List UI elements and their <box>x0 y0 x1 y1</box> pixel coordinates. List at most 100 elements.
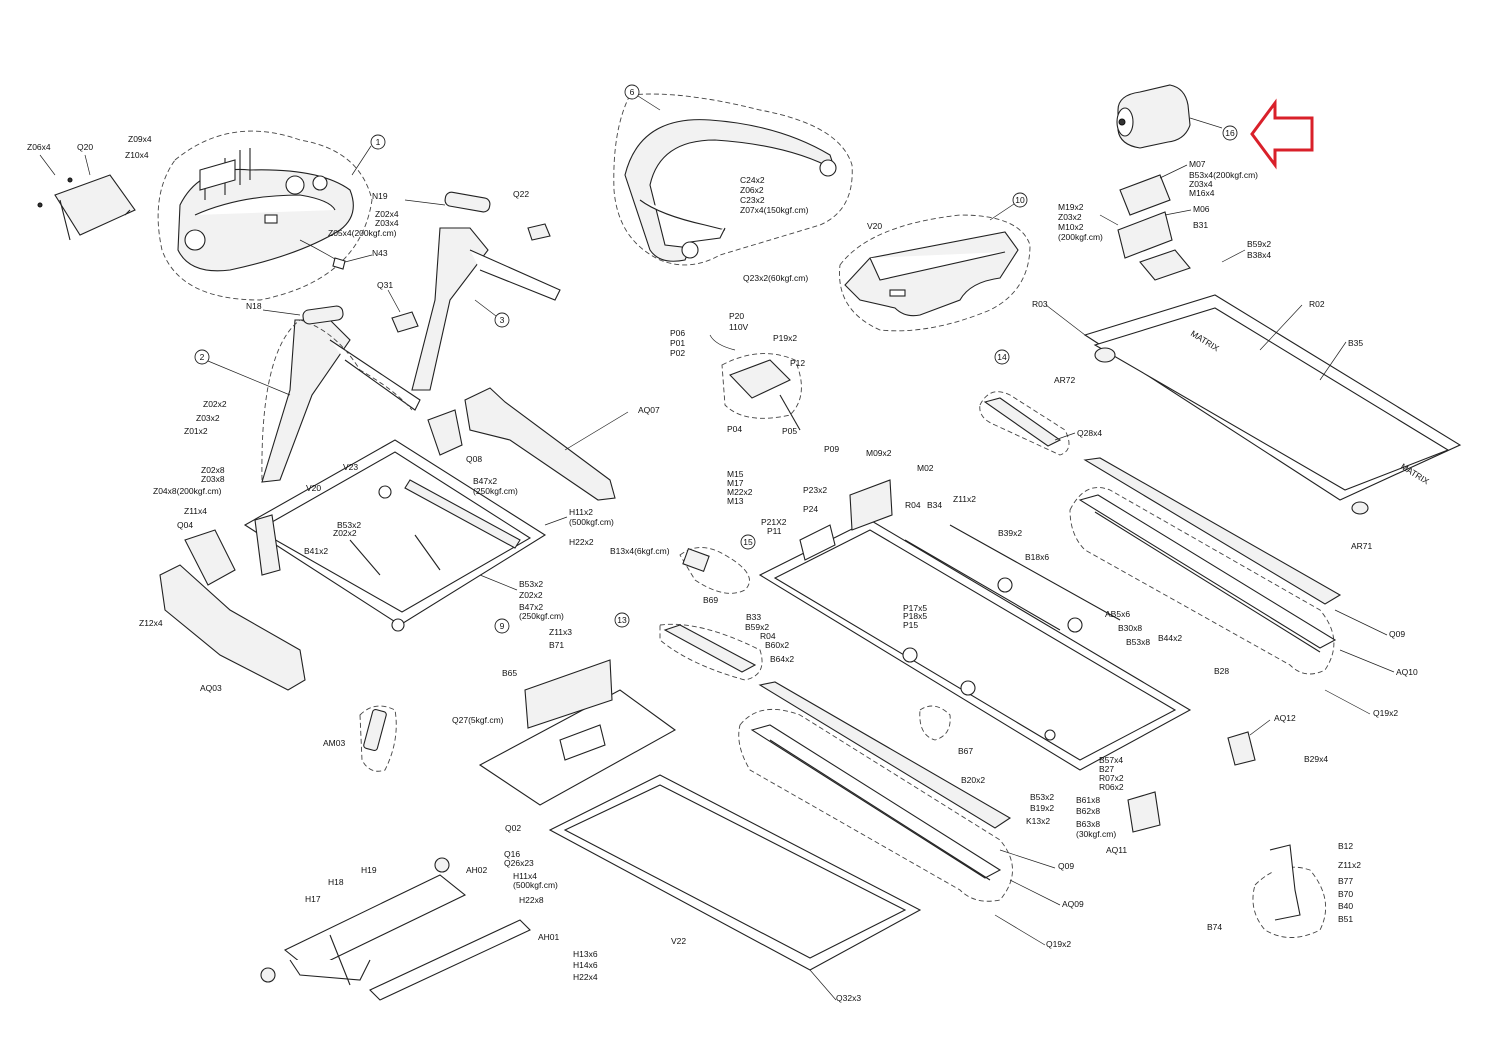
label: M16x4 <box>1189 188 1215 198</box>
label: Q31 <box>377 280 393 290</box>
label: Z09x4 <box>128 134 152 144</box>
label: Z11x2 <box>953 494 976 504</box>
label: Z05x4(200kgf.cm) <box>328 228 397 238</box>
label: Q09 <box>1058 861 1074 871</box>
group-number-1: 1 <box>376 137 381 147</box>
label: B39x2 <box>998 528 1022 538</box>
part-motor-controller <box>709 334 802 431</box>
label: C24x2 <box>740 175 765 185</box>
label: Q32x3 <box>836 993 861 1003</box>
label: C23x2 <box>740 195 765 205</box>
group-10-callout: 10 <box>989 192 1028 221</box>
label: P23x2 <box>803 485 827 495</box>
label: Z01x2 <box>184 426 208 436</box>
label: Z02x8 <box>201 465 225 475</box>
label: Z03x2 <box>196 413 220 423</box>
part-main-frame <box>758 479 1192 771</box>
group-15-sensor: 15 <box>679 534 756 594</box>
label: H17 <box>305 894 321 904</box>
label: AQ12 <box>1274 713 1296 723</box>
label: V23 <box>343 462 358 472</box>
label: AQ10 <box>1396 667 1418 677</box>
label: P21X2 <box>761 517 787 527</box>
label: Z11x2 <box>1338 860 1361 870</box>
label: Q09 <box>1389 629 1405 639</box>
label: M17 <box>727 478 744 488</box>
label: B31 <box>1193 220 1208 230</box>
part-deck-aq09 <box>738 681 1013 902</box>
part-b74-latch <box>1252 844 1327 938</box>
svg-text:13: 13 <box>617 615 627 625</box>
label: H22x8 <box>519 895 544 905</box>
label: B35 <box>1348 338 1363 348</box>
label: B63x8 <box>1076 819 1100 829</box>
label: B59x2 <box>745 622 769 632</box>
label: AQ11 <box>1106 845 1127 855</box>
label: P24 <box>803 504 818 514</box>
label: B64x2 <box>770 654 794 664</box>
label: B44x2 <box>1158 633 1182 643</box>
label: R04 <box>905 500 921 510</box>
label: B59x2 <box>1247 239 1271 249</box>
label: B53x8 <box>1126 637 1150 647</box>
label: B13x4(6kgf.cm) <box>610 546 670 556</box>
label: Q26x23 <box>504 858 534 868</box>
label: V22 <box>671 936 686 946</box>
part-aq12 <box>1227 731 1256 766</box>
label: B77 <box>1338 876 1353 886</box>
label: B29x4 <box>1304 754 1328 764</box>
label: Q20 <box>77 142 93 152</box>
label: M22x2 <box>727 487 753 497</box>
group-6-callout: 6 <box>624 84 661 111</box>
label: Z03x2 <box>1058 212 1082 222</box>
svg-text:14: 14 <box>997 352 1007 362</box>
label: B51 <box>1338 914 1353 924</box>
part-q20 <box>37 154 136 241</box>
label: B61x8 <box>1076 795 1100 805</box>
label: (250kgf.cm) <box>473 486 518 496</box>
label: AH02 <box>466 865 488 875</box>
label: P17x5 <box>903 603 927 613</box>
label: B40 <box>1338 901 1353 911</box>
label: P04 <box>727 424 742 434</box>
part-lift-frame <box>260 857 531 1001</box>
label: N43 <box>372 248 388 258</box>
label: B27 <box>1099 764 1114 774</box>
group-9-callout: 9 <box>494 618 510 634</box>
label: Z11x4 <box>184 506 207 516</box>
label: N19 <box>372 191 388 201</box>
label: Z06x4 <box>27 142 51 152</box>
label: B34 <box>927 500 942 510</box>
label: Z02x2 <box>203 399 227 409</box>
label: Q16 <box>504 849 520 859</box>
label: V20 <box>867 221 882 231</box>
part-b67 <box>919 705 951 741</box>
label: V20 <box>306 483 321 493</box>
label: H19 <box>361 865 377 875</box>
label: (30kgf.cm) <box>1076 829 1116 839</box>
label: H14x6 <box>573 960 598 970</box>
svg-text:10: 10 <box>1015 195 1025 205</box>
svg-text:2: 2 <box>200 352 205 362</box>
label: R06x2 <box>1099 782 1124 792</box>
label: Q19x2 <box>1046 939 1071 949</box>
label: P02 <box>670 348 685 358</box>
group-10-motor-cover <box>839 214 1031 332</box>
label: AR71 <box>1351 541 1373 551</box>
label: P18x5 <box>903 611 927 621</box>
label: AM03 <box>323 738 345 748</box>
label: B60x2 <box>765 640 789 650</box>
label: B20x2 <box>961 775 985 785</box>
label: AB5x6 <box>1105 609 1130 619</box>
label: B71 <box>549 640 564 650</box>
label: M09x2 <box>866 448 892 458</box>
label: Z02x2 <box>333 528 357 538</box>
label: Z12x4 <box>139 618 163 628</box>
label: P12 <box>790 358 805 368</box>
label: H13x6 <box>573 949 598 959</box>
label: B18x6 <box>1025 552 1049 562</box>
label: B28 <box>1214 666 1229 676</box>
group-3-right-upright <box>302 191 561 391</box>
label: P06 <box>670 328 685 338</box>
